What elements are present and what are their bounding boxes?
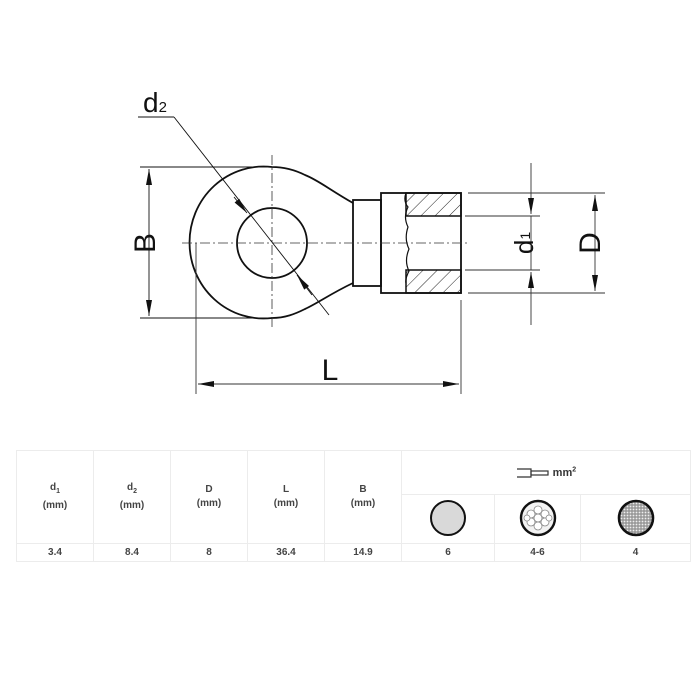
dimension-d1 (465, 163, 540, 325)
dimension-D (468, 192, 605, 294)
value-fine-stranded-wire: 4 (579, 543, 692, 562)
label-L: L (322, 354, 339, 387)
fine-stranded-wire-cell (579, 494, 692, 544)
value-L: 36.4 (247, 543, 325, 562)
dimension-B (140, 166, 272, 319)
label-B: B (129, 233, 162, 253)
label-d1: d1 (509, 232, 539, 254)
wire-section-header: mm2 (400, 450, 692, 495)
fine-stranded-wire-icon (617, 499, 654, 536)
solid-wire-cell (401, 494, 495, 544)
wire-section-unit: mm2 (552, 465, 577, 479)
label-d2: d2 (143, 87, 167, 118)
spec-table: d1 (mm) d2 (mm) D (mm) L (mm) B (mm) mm2 (16, 450, 692, 562)
value-d1: 3.4 (16, 543, 94, 562)
stranded-wire-cell (494, 494, 581, 544)
header-d2: d2 (mm) (93, 450, 171, 544)
value-D: 8 (170, 543, 248, 562)
center-lines (182, 155, 470, 330)
header-d1: d1 (mm) (16, 450, 94, 544)
label-D: D (574, 232, 607, 254)
value-d2: 8.4 (93, 543, 171, 562)
header-B: B (mm) (324, 450, 402, 544)
stranded-wire-icon (519, 499, 556, 536)
ring-terminal-drawing: B d2 L d1 D (129, 87, 607, 394)
header-L: L (mm) (247, 450, 325, 544)
value-solid-wire: 6 (401, 543, 495, 562)
solid-wire-icon (430, 499, 466, 536)
header-D: D (mm) (170, 450, 248, 544)
dimension-d2 (138, 116, 330, 316)
value-stranded-wire: 4-6 (494, 543, 581, 562)
wire-cross-section-icon (516, 468, 549, 478)
barrel-section-hatch (404, 192, 462, 294)
dimension-L (195, 243, 462, 394)
value-B: 14.9 (324, 543, 402, 562)
